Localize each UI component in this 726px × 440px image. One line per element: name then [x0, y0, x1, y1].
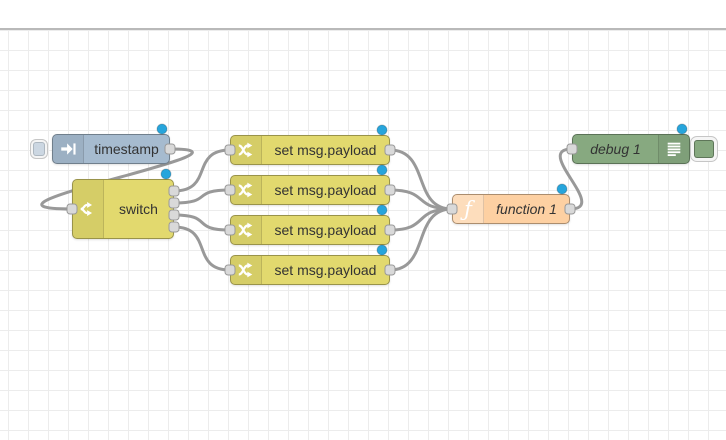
node-switch[interactable]: switch [72, 179, 174, 239]
node-change[interactable]: set msg.payload [230, 255, 390, 285]
node-label: timestamp [94, 141, 159, 157]
node-label: set msg.payload [274, 142, 377, 158]
debug-toggle-face [694, 140, 714, 158]
switch-fork-icon [73, 180, 104, 238]
change-shuffle-icon [231, 256, 262, 284]
debug-list-icon [658, 135, 689, 163]
function-f-icon: ƒ [453, 195, 484, 223]
node-change[interactable]: set msg.payload [230, 135, 390, 165]
node-label: set msg.payload [274, 222, 377, 238]
node-change[interactable]: set msg.payload [230, 215, 390, 245]
change-shuffle-icon [231, 176, 262, 204]
change-shuffle-icon [231, 136, 262, 164]
debug-toggle-button[interactable] [690, 136, 718, 162]
node-inject[interactable]: timestamp [52, 134, 170, 164]
node-change[interactable]: set msg.payload [230, 175, 390, 205]
inject-arrow-icon [53, 135, 84, 163]
node-label: switch [119, 201, 158, 217]
change-shuffle-icon [231, 216, 262, 244]
node-label: function 1 [496, 201, 557, 217]
inject-button[interactable] [30, 139, 48, 159]
node-debug[interactable]: debug 1 [572, 134, 690, 164]
node-label: set msg.payload [274, 182, 377, 198]
inject-button-face [33, 142, 45, 156]
top-toolbar [0, 0, 726, 30]
node-function[interactable]: ƒ function 1 [452, 194, 570, 224]
node-label: set msg.payload [274, 262, 377, 278]
node-label: debug 1 [590, 141, 641, 157]
